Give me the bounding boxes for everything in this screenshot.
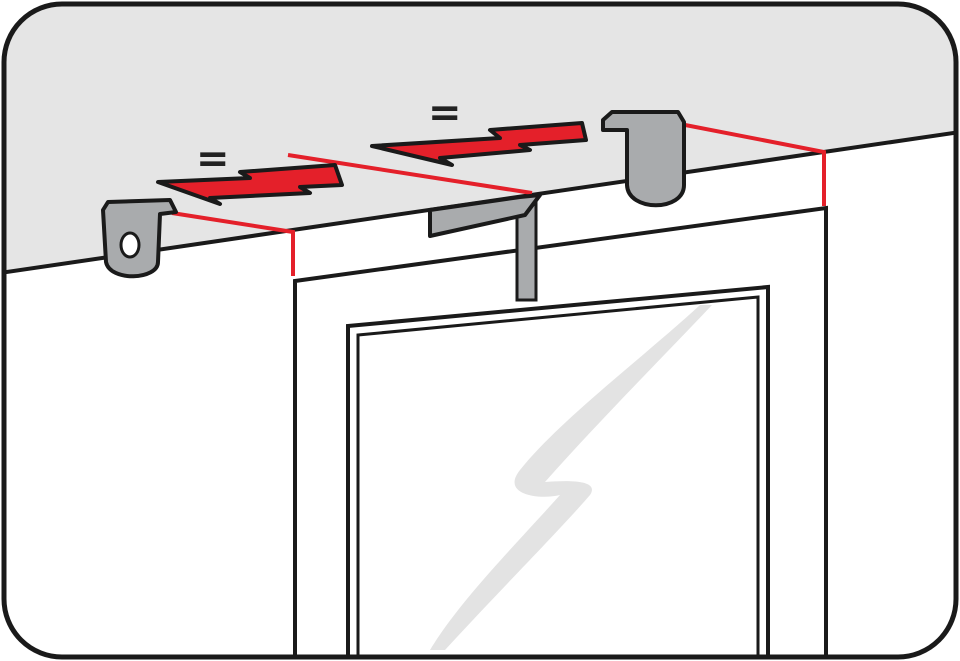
bracket-right [601, 110, 686, 208]
equal-distance-arrow-left [156, 163, 344, 206]
ceiling [5, 5, 955, 273]
screw-hole-icon [119, 231, 141, 259]
measure-line-middle [287, 153, 533, 195]
window-glass [356, 295, 760, 656]
glass-reflection [430, 305, 712, 650]
measure-line-left [171, 211, 295, 276]
equal-distance-arrow-right [370, 121, 588, 167]
measure-line-right [679, 122, 826, 206]
bracket-left [101, 198, 178, 279]
equal-sign-right: = [428, 90, 462, 136]
equal-sign-left: = [196, 136, 230, 182]
bracket-middle [428, 193, 542, 302]
